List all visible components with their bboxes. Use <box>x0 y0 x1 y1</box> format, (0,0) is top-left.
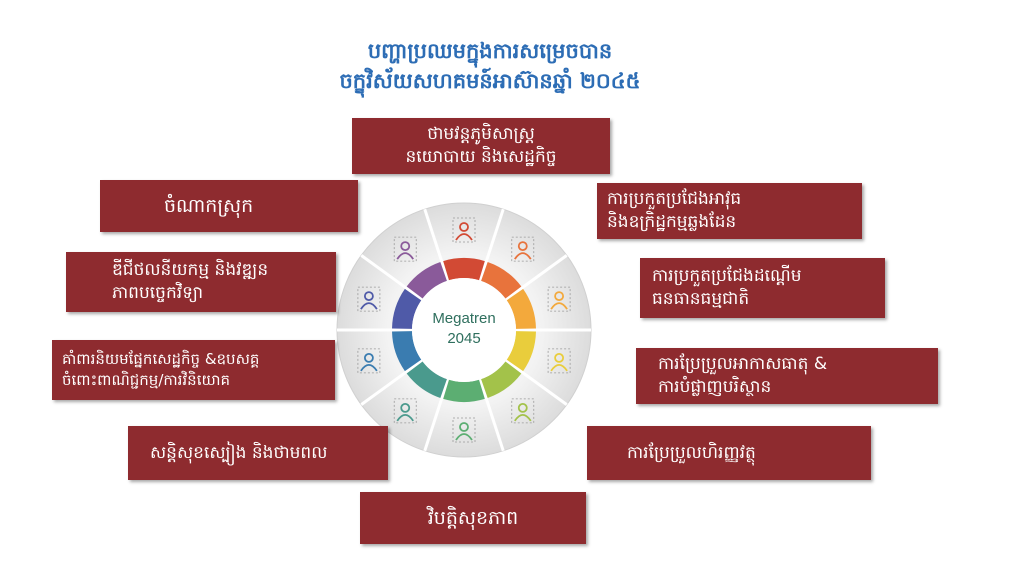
ring-divider <box>360 359 423 406</box>
box-climate-change: ការប្រែប្រួលអាកាសធាតុ & ការបំផ្លាញបរិស្ថ… <box>636 348 938 404</box>
box-resource-competition: ការប្រកួតប្រជែងដណ្តើម ធនធានធម្មជាតិ <box>640 258 885 318</box>
ring-divider <box>505 254 568 301</box>
box-geopolitics-line-2: នយោបាយ និងសេដ្ឋកិច្ច <box>405 147 557 167</box>
box-geopolitics: ថាមវន្តភូមិសាស្រ្ត នយោបាយ និងសេដ្ឋកិច្ច <box>352 118 610 174</box>
group-people-icon <box>393 236 417 262</box>
ring-segment <box>406 262 447 299</box>
ring-divider <box>360 254 423 301</box>
box-financial-change: ការប្រែប្រួលហិរញ្ញវត្ថុ <box>587 426 871 480</box>
ring-segment <box>481 262 522 299</box>
factory-icon <box>393 398 417 424</box>
ring-divider <box>478 208 505 282</box>
ring-segment <box>392 288 422 329</box>
box-health-crisis: វិបត្តិសុខភាព <box>360 492 586 544</box>
box-resource-competition-line-2: ធនធានធម្មជាតិ <box>652 289 750 309</box>
ring-segment <box>443 258 485 281</box>
box-food-energy-security: សន្តិសុខស្បៀង និងថាមពល <box>128 426 388 480</box>
ring-segment <box>506 331 536 372</box>
center-label-line-2: 2045 <box>447 330 480 347</box>
box-digitalization-line-2: ភាពបច្ចេកវិទ្យា <box>112 283 204 303</box>
box-economic-protectionism-line-1: គាំពារនិយមផ្នែកសេដ្ឋកិច្ច &ឧបសគ្គ <box>62 350 260 368</box>
finance-document-icon <box>511 398 535 424</box>
ring-divider <box>478 378 505 452</box>
box-digitalization: ឌីជីថលនីយកម្ម និងវឌ្ឍន ភាពបច្ចេកវិទ្យា <box>66 252 336 312</box>
ring-segment <box>506 288 536 329</box>
ring-divider <box>423 378 450 452</box>
center-disc <box>412 278 516 382</box>
ring-segment <box>392 331 422 372</box>
title-line-2: ចក្ខុវិស័យសហគមន៍អាស៊ានឆ្នាំ ២០៤៥ <box>339 69 641 93</box>
handshake-icon <box>357 348 381 374</box>
center-label-line-1: Megatren <box>432 310 495 327</box>
ring-segment <box>406 361 447 398</box>
title-line-1: បញ្ហាប្រឈមក្នុងការសម្រេចបាន <box>367 39 613 63</box>
ring-divider <box>505 359 568 406</box>
megatrend-wheel: Megatren 2045 <box>334 190 594 470</box>
computer-settings-icon <box>357 286 381 312</box>
handshake-resource-icon <box>547 286 571 312</box>
ring-divider <box>423 208 450 282</box>
box-economic-protectionism-line-2: ចំពោះពាណិជ្ជកម្ម/ការវិនិយោគ <box>62 371 231 389</box>
thermometer-icon <box>547 348 571 374</box>
box-food-energy-security-line-1: សន្តិសុខស្បៀង និងថាមពល <box>150 442 328 463</box>
box-migration: ចំណាកស្រុក <box>100 180 358 232</box>
box-health-crisis-line-1: វិបត្តិសុខភាព <box>427 506 519 529</box>
box-arms-race: ការប្រកួតប្រជែងអាវុធ និងឧក្រិដ្ឋកម្មឆ្លង… <box>597 183 862 239</box>
box-economic-protectionism: គាំពារនិយមផ្នែកសេដ្ឋកិច្ច &ឧបសគ្គ ចំពោះព… <box>52 340 335 400</box>
ring-segment <box>481 361 522 398</box>
box-resource-competition-line-1: ការប្រកួតប្រជែងដណ្តើម <box>652 266 802 286</box>
box-climate-change-line-1: ការប្រែប្រួលអាកាសធាតុ & <box>658 354 828 374</box>
box-arms-race-line-1: ការប្រកួតប្រជែងអាវុធ <box>607 189 742 209</box>
crowd-icon <box>511 236 535 262</box>
box-digitalization-line-1: ឌីជីថលនីយកម្ម និងវឌ្ឍន <box>112 260 269 280</box>
satellite-icon <box>452 417 476 443</box>
page-title: បញ្ហាប្រឈមក្នុងការសម្រេចបាន ចក្ខុវិស័យសហ… <box>300 36 680 96</box>
ring-segment <box>443 379 485 402</box>
people-leader-icon <box>452 217 476 243</box>
box-arms-race-line-2: និងឧក្រិដ្ឋកម្មឆ្លងដែន <box>607 212 737 232</box>
box-climate-change-line-2: ការបំផ្លាញបរិស្ថាន <box>658 377 772 397</box>
box-migration-line-1: ចំណាកស្រុក <box>164 194 254 217</box>
box-financial-change-line-1: ការប្រែប្រួលហិរញ្ញវត្ថុ <box>627 442 756 463</box>
box-geopolitics-line-1: ថាមវន្តភូមិសាស្រ្ត <box>427 124 535 144</box>
